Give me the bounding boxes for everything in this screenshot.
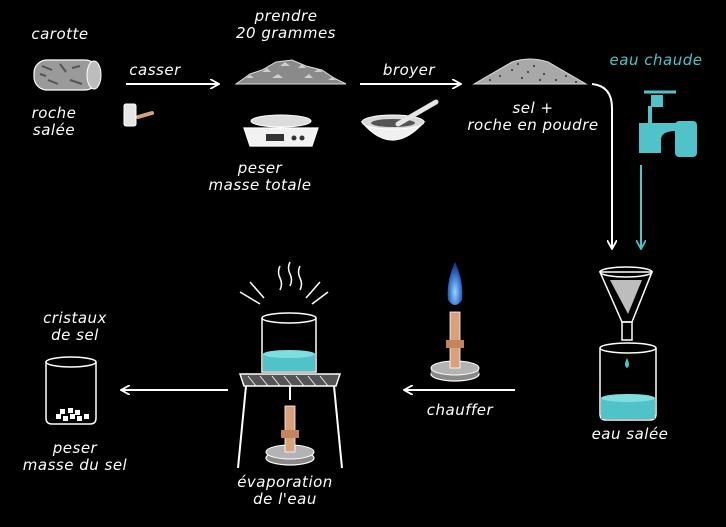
water-tap-icon: [639, 90, 697, 157]
mortar-pestle-icon: [360, 99, 439, 141]
label-roche-salee: roche salée: [28, 105, 80, 139]
arrow-powder-to-funnel: [591, 83, 612, 248]
label-roche-salee-line-1: roche: [31, 104, 77, 122]
scale-icon: [243, 114, 319, 147]
label-peser-sel-line-2: masse du sel: [22, 456, 128, 474]
label-chauffer: chauffer: [426, 401, 494, 419]
label-roche-salee-line-2: salée: [32, 121, 76, 139]
label-evaporation-line-2: de l'eau: [253, 490, 317, 508]
label-eau-salee: eau salée: [591, 425, 669, 443]
label-casser: casser: [129, 61, 181, 79]
label-peser-totale-line-1: peser: [237, 159, 283, 177]
funnel-icon: [598, 266, 654, 341]
crushed-rock-icon: [234, 59, 347, 85]
label-sel-roche-en-poudre: sel + roche en poudre: [462, 100, 604, 134]
label-sel-roche-line-2: roche en poudre: [467, 116, 599, 134]
label-peser-totale-line-2: masse totale: [208, 176, 312, 194]
label-sel-roche-line-1: sel +: [512, 99, 554, 117]
label-prendre: prendre 20 grammes: [226, 8, 346, 42]
label-prendre-line-1: prendre: [254, 7, 318, 25]
label-broyer: broyer: [382, 61, 436, 79]
label-cristaux-line-2: de sel: [51, 326, 99, 344]
label-cristaux-de-sel: cristaux de sel: [30, 310, 120, 344]
label-carotte: carotte: [31, 25, 89, 43]
bunsen-burner-icon: [430, 262, 480, 382]
label-prendre-line-2: 20 grammes: [235, 24, 336, 42]
hammer-icon: [123, 103, 154, 127]
powder-pile-icon: [472, 58, 588, 85]
beaker-crystals-icon: [45, 356, 97, 425]
label-cristaux-line-1: cristaux: [43, 309, 107, 327]
label-evaporation: évaporation de l'eau: [220, 474, 350, 508]
label-evaporation-line-1: évaporation: [237, 473, 333, 491]
rock-core-icon: [33, 59, 102, 91]
beaker-salt-water-icon: [599, 342, 657, 421]
label-peser-masse-totale: peser masse totale: [200, 160, 320, 194]
evaporation-setup-icon: [237, 261, 343, 469]
label-peser-sel-line-1: peser: [52, 439, 98, 457]
arrows: [122, 84, 641, 390]
label-eau-chaude: eau chaude: [609, 51, 703, 69]
label-peser-masse-du-sel: peser masse du sel: [10, 440, 140, 474]
